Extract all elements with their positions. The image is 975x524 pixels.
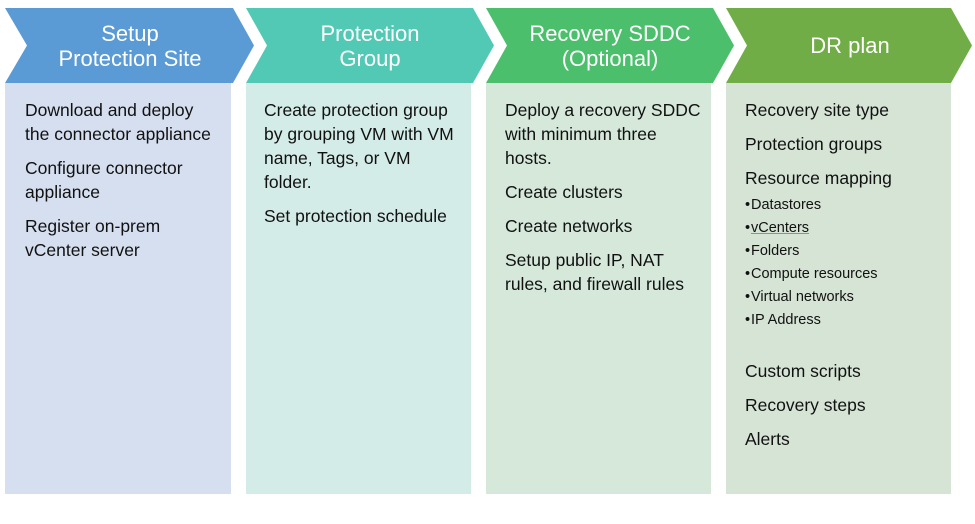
list-item: Custom scripts	[745, 361, 861, 381]
list-item: Recovery site type	[745, 100, 889, 120]
list-item: Configure connector appliance	[25, 158, 183, 202]
step-header-dr-plan: DR plan	[725, 8, 975, 83]
list-item: Download and deploy the connector applia…	[25, 100, 211, 144]
chevron-shape	[246, 8, 494, 83]
step-title-line: Recovery SDDC	[529, 20, 691, 46]
bullet-icon: •	[745, 289, 751, 305]
step-title-line: Setup	[101, 20, 159, 46]
sub-list-item: •Datastores	[745, 194, 943, 217]
step-body-setup-protection-site: Download and deploy the connector applia…	[5, 83, 231, 494]
step-header-recovery-sddc: Recovery SDDC(Optional)	[485, 8, 737, 83]
sub-list-item: •Compute resources	[745, 263, 943, 286]
list-item: Resource mapping	[745, 168, 892, 188]
step-body-protection-group: Create protection group by grouping VM w…	[246, 83, 471, 494]
step-title-line: Protection	[320, 20, 420, 46]
list-item: Protection groups	[745, 134, 883, 154]
chevron-shape	[5, 8, 254, 83]
bullet-icon: •	[745, 243, 751, 259]
bullet-icon: •	[745, 197, 751, 213]
list-item: Alerts	[745, 429, 790, 449]
list-item: Set protection schedule	[264, 206, 447, 226]
step-title-line: Group	[339, 45, 401, 71]
chevron-shape	[726, 8, 972, 83]
sub-list-item: •vCenters	[745, 217, 943, 240]
list-item: Create clusters	[505, 182, 623, 202]
chevron-shape	[486, 8, 734, 83]
list-item: Create networks	[505, 216, 633, 236]
bullet-icon: •	[745, 266, 751, 282]
list-item: Create protection group by grouping VM w…	[264, 100, 454, 192]
list-item: Deploy a recovery SDDC with minimum thre…	[505, 100, 701, 168]
step-title-line: Protection Site	[58, 45, 202, 71]
list-item: Register on-prem vCenter server	[25, 216, 161, 260]
sub-list-item: •IP Address	[745, 309, 943, 332]
step-body-recovery-sddc: Deploy a recovery SDDC with minimum thre…	[486, 83, 711, 494]
bullet-icon: •	[745, 220, 751, 236]
step-title-line: (Optional)	[561, 45, 659, 71]
list-item: Recovery steps	[745, 395, 866, 415]
list-item: Setup public IP, NAT rules, and firewall…	[505, 250, 684, 294]
sub-list-item: •Virtual networks	[745, 286, 943, 309]
step-body-dr-plan: Recovery site type Protection groups Res…	[726, 83, 951, 494]
bullet-icon: •	[745, 312, 751, 328]
sub-list-item: •Folders	[745, 240, 943, 263]
step-title-line: DR plan	[810, 33, 890, 58]
